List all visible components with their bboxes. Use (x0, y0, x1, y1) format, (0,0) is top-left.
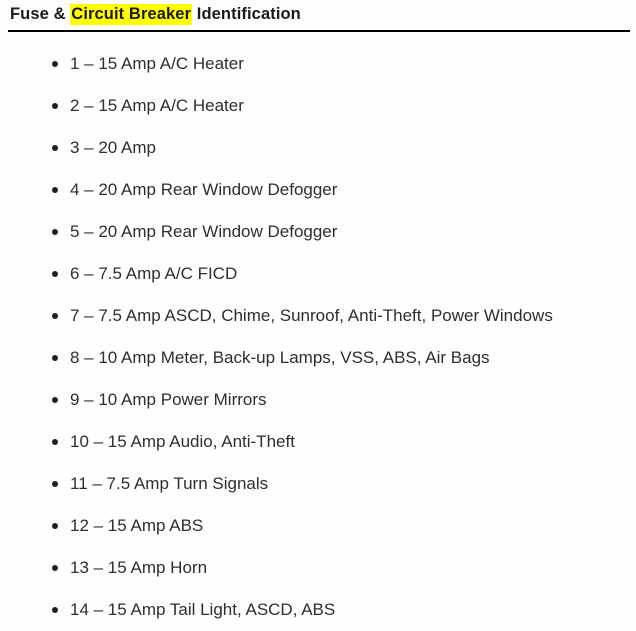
list-item: 9 – 10 Amp Power Mirrors (0, 379, 636, 421)
list-item-label: 6 – 7.5 Amp A/C FICD (70, 264, 238, 283)
fuse-identification-list: 1 – 15 Amp A/C Heater 2 – 15 Amp A/C Hea… (0, 43, 636, 631)
list-item: 13 – 15 Amp Horn (0, 547, 636, 589)
list-item-label: 4 – 20 Amp Rear Window Defogger (70, 180, 338, 199)
bullet-icon (52, 481, 58, 487)
bullet-icon (52, 313, 58, 319)
page-title-segment-plain-1: Fuse & (10, 5, 71, 23)
list-item: 2 – 15 Amp A/C Heater (0, 85, 636, 127)
list-item: 14 – 15 Amp Tail Light, ASCD, ABS (0, 589, 636, 631)
list-item-label: 5 – 20 Amp Rear Window Defogger (70, 222, 338, 241)
list-item-label: 11 – 7.5 Amp Turn Signals (70, 474, 269, 493)
list-item-label: 10 – 15 Amp Audio, Anti-Theft (70, 432, 295, 451)
bullet-icon (52, 271, 58, 277)
page-title-segment-highlighted: Circuit Breaker (70, 4, 193, 25)
list-item: 5 – 20 Amp Rear Window Defogger (0, 211, 636, 253)
list-item-label: 9 – 10 Amp Power Mirrors (70, 390, 267, 409)
list-item-label: 3 – 20 Amp (70, 138, 157, 157)
list-item-label: 2 – 15 Amp A/C Heater (70, 96, 244, 115)
list-item: 8 – 10 Amp Meter, Back-up Lamps, VSS, AB… (0, 337, 636, 379)
list-item-label: 12 – 15 Amp ABS (70, 516, 204, 535)
list-item-label: 13 – 15 Amp Horn (70, 558, 208, 577)
bullet-icon (52, 439, 58, 445)
bullet-icon (52, 565, 58, 571)
bullet-icon (52, 61, 58, 67)
heading-block: Fuse & Circuit Breaker Identification (0, 0, 636, 25)
list-item: 10 – 15 Amp Audio, Anti-Theft (0, 421, 636, 463)
bullet-icon (52, 145, 58, 151)
list-item-label: 8 – 10 Amp Meter, Back-up Lamps, VSS, AB… (70, 348, 490, 367)
list-item: 6 – 7.5 Amp A/C FICD (0, 253, 636, 295)
page-title: Fuse & Circuit Breaker Identification (10, 3, 636, 25)
bullet-icon (52, 397, 58, 403)
list-item-label: 14 – 15 Amp Tail Light, ASCD, ABS (70, 600, 336, 619)
list-item: 3 – 20 Amp (0, 127, 636, 169)
list-item: 1 – 15 Amp A/C Heater (0, 43, 636, 85)
bullet-icon (52, 607, 58, 613)
list-item: 12 – 15 Amp ABS (0, 505, 636, 547)
bullet-icon (52, 103, 58, 109)
bullet-icon (52, 523, 58, 529)
list-item: 4 – 20 Amp Rear Window Defogger (0, 169, 636, 211)
list-item: 11 – 7.5 Amp Turn Signals (0, 463, 636, 505)
bullet-icon (52, 187, 58, 193)
list-item-label: 7 – 7.5 Amp ASCD, Chime, Sunroof, Anti-T… (70, 306, 553, 325)
bullet-icon (52, 355, 58, 361)
list-item: 7 – 7.5 Amp ASCD, Chime, Sunroof, Anti-T… (0, 295, 636, 337)
page-title-segment-plain-2: Identification (192, 5, 301, 23)
title-divider (8, 30, 630, 32)
list-item-label: 1 – 15 Amp A/C Heater (70, 54, 244, 73)
bullet-icon (52, 229, 58, 235)
